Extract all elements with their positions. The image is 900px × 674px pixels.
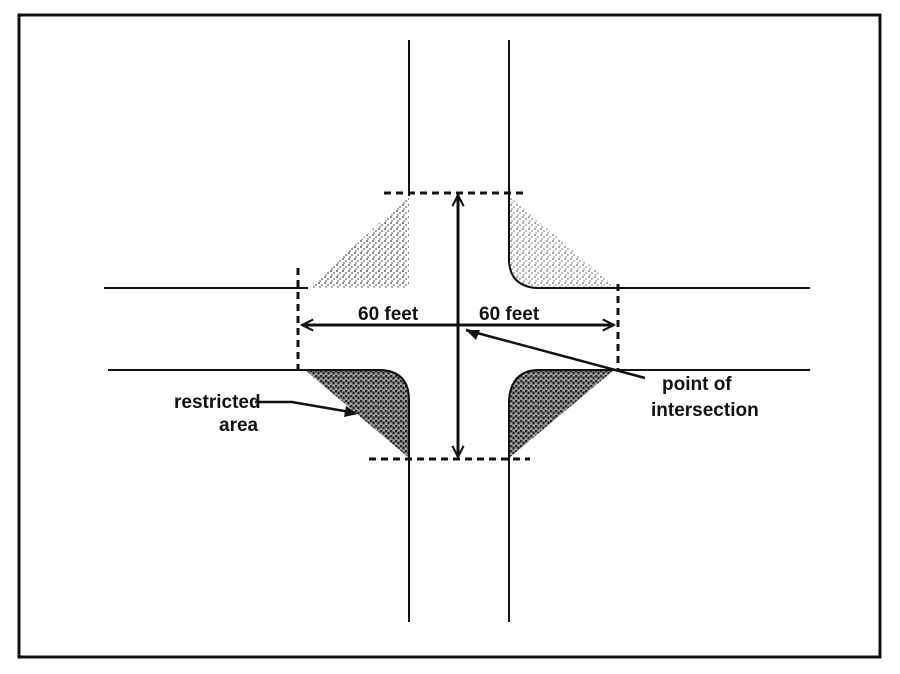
restricted-area-bottom-right (509, 370, 614, 458)
point-of-intersection-label-line2: intersection (651, 400, 759, 421)
right-distance-label: 60 feet (479, 304, 540, 325)
restricted-area-leader (255, 400, 351, 414)
southwest-curb-return (381, 369, 410, 401)
left-distance-label: 60 feet (358, 304, 419, 325)
northeast-curb-return (508, 261, 537, 289)
diagram-frame (17, 13, 882, 659)
point-of-intersection-label-line1: point of (662, 374, 732, 395)
restricted-area-top-left (308, 196, 409, 288)
southeast-curb-return (508, 369, 537, 401)
restricted-area-arrowhead (344, 406, 358, 417)
restricted-boundary (296, 191, 620, 461)
restricted-area-top-right (509, 196, 616, 288)
leader-lines (255, 328, 646, 414)
point-of-intersection-leader (465, 328, 646, 380)
restricted-label-line2: area (219, 415, 259, 436)
point-of-intersection-arrowhead (466, 330, 480, 340)
dimension-arrows (302, 195, 614, 457)
restricted-label-line1: restricted (174, 392, 261, 413)
street-edges (104, 40, 810, 622)
